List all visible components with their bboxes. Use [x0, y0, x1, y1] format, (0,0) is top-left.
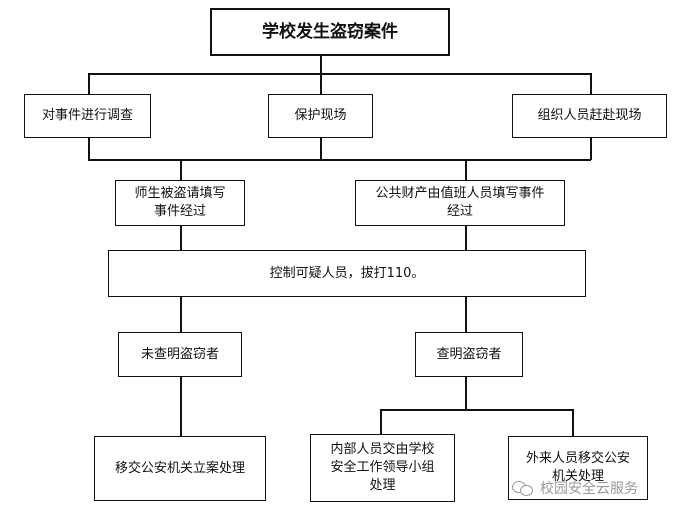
title-box: 学校发生盗窃案件 — [210, 8, 450, 56]
connector — [380, 409, 573, 411]
connector — [320, 73, 322, 94]
investigate-box: 对事件进行调查 — [24, 94, 151, 138]
connector — [590, 137, 592, 160]
watermark: 校园安全云服务 — [512, 478, 638, 498]
connector — [88, 159, 591, 161]
connector — [88, 137, 90, 160]
protect-scene-box: 保护现场 — [268, 94, 373, 138]
connector — [180, 376, 182, 436]
connector — [88, 73, 90, 94]
connector — [320, 137, 322, 160]
connector — [88, 73, 591, 75]
connector — [590, 73, 592, 94]
wechat-icon — [512, 480, 534, 496]
teacher-report-box: 师生被盗请填写 事件经过 — [115, 180, 245, 226]
connector — [465, 376, 467, 410]
connector — [572, 409, 574, 436]
thief-not-found-box: 未查明盗窃者 — [118, 332, 242, 377]
organize-personnel-box: 组织人员赶赴现场 — [512, 94, 667, 138]
connector — [380, 409, 382, 434]
watermark-text: 校园安全云服务 — [540, 481, 638, 497]
connector — [465, 225, 467, 250]
connector — [180, 296, 182, 332]
connector — [465, 159, 467, 180]
internal-staff-box: 内部人员交由学校 安全工作领导小组 处理 — [310, 434, 455, 502]
connector — [180, 225, 182, 250]
connector — [465, 296, 467, 332]
thief-found-box: 查明盗窃者 — [415, 332, 523, 377]
connector — [180, 159, 182, 180]
connector — [320, 55, 322, 74]
police-case-box: 移交公安机关立案处理 — [94, 436, 266, 501]
public-property-report-box: 公共财产由值班人员填写事件 经过 — [355, 180, 565, 226]
control-suspects-box: 控制可疑人员，拔打110。 — [108, 250, 586, 297]
